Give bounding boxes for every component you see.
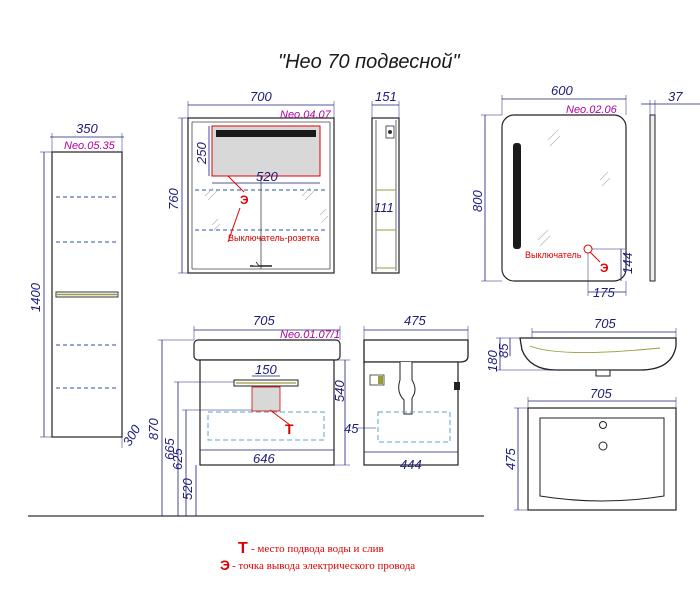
vanity-siphon xyxy=(398,362,416,415)
dim-mirror-cabinet-depth: 151 xyxy=(375,89,397,104)
dim-height-665: 665 xyxy=(162,438,177,460)
legend-electric: Э - точка вывода электрического провода xyxy=(220,557,415,573)
vanity-siphon-cutout xyxy=(251,386,281,412)
dim-mirror-cabinet-height: 760 xyxy=(166,188,181,210)
mirror-cabinet-code: Neo.04.07 xyxy=(280,109,332,121)
mirror-switch-label: Выключатель xyxy=(525,250,582,260)
dim-light-height: 250 xyxy=(194,142,209,165)
dim-height-870: 870 xyxy=(146,418,161,440)
mirror-cabinet-socket-label: Выключатель-розетка xyxy=(228,233,319,243)
vanity-front xyxy=(193,339,341,466)
dim-mirror-cabinet-width: 700 xyxy=(250,89,272,104)
dim-light-width: 520 xyxy=(256,169,278,184)
dim-basin-top-width: 705 xyxy=(590,386,612,401)
dim-shelf-height: 111 xyxy=(374,200,394,215)
dim-mirror-height: 800 xyxy=(470,190,485,212)
basin-drain xyxy=(598,441,608,451)
dim-vanity-offset: 45 xyxy=(344,421,359,436)
dim-basin-side-width: 705 xyxy=(594,316,616,331)
dim-basin-bowl-height: 85 xyxy=(496,343,511,358)
drawing-title: "Нео 70 подвесной" xyxy=(278,51,460,73)
vanity-side xyxy=(363,339,469,466)
legend-water-text: - место подвода воды и слив xyxy=(251,543,384,555)
dim-handle-width: 150 xyxy=(255,362,277,377)
basin-tap-hole xyxy=(599,421,607,429)
mirror-code: Neo.02.06 xyxy=(566,104,618,116)
dim-mirror-depth: 37 xyxy=(668,89,683,104)
mirror-cabinet-side xyxy=(371,117,400,274)
legend-electric-mark: Э xyxy=(220,557,230,573)
dim-column-height: 1400 xyxy=(28,282,43,312)
dim-mirror-width: 600 xyxy=(551,83,573,98)
mirror-cabinet-socket-mark: Э xyxy=(240,193,249,207)
dim-vanity-depth: 475 xyxy=(404,313,426,328)
dim-vanity-cabinet-height: 540 xyxy=(332,380,347,402)
legend-water: Т - место подвода воды и слив xyxy=(238,540,384,557)
mirror-cabinet-front xyxy=(187,117,335,274)
column-code: Neo.05.35 xyxy=(64,140,116,152)
dim-switch-offset: 175 xyxy=(593,285,615,300)
dim-height-520: 520 xyxy=(180,478,195,500)
mirror-side-profile xyxy=(649,114,656,282)
vanity-code: Neo.01.07/1 xyxy=(280,329,340,341)
dim-switch-height: 144 xyxy=(620,252,635,274)
legend-water-mark: Т xyxy=(238,540,248,557)
dim-column-offset: 300 xyxy=(120,422,144,449)
dim-vanity-width: 705 xyxy=(253,313,275,328)
dim-vanity-inner-depth: 444 xyxy=(400,457,422,472)
vanity-water-mark: Т xyxy=(285,421,294,437)
dim-height-625: 625 xyxy=(170,448,185,470)
led-mirror xyxy=(501,114,627,282)
dim-basin-top-depth: 475 xyxy=(503,448,518,470)
basin-side xyxy=(519,337,677,377)
dim-column-width: 350 xyxy=(76,121,98,136)
legend-electric-text: - точка вывода электрического провода xyxy=(232,560,415,572)
mirror-switch-mark: Э xyxy=(600,261,609,275)
dim-basin-total-height: 180 xyxy=(485,350,500,372)
mirror-led-strip xyxy=(513,143,521,249)
dim-vanity-cabinet-width: 646 xyxy=(253,451,275,466)
column-cabinet xyxy=(51,151,123,438)
basin-top xyxy=(527,407,677,511)
